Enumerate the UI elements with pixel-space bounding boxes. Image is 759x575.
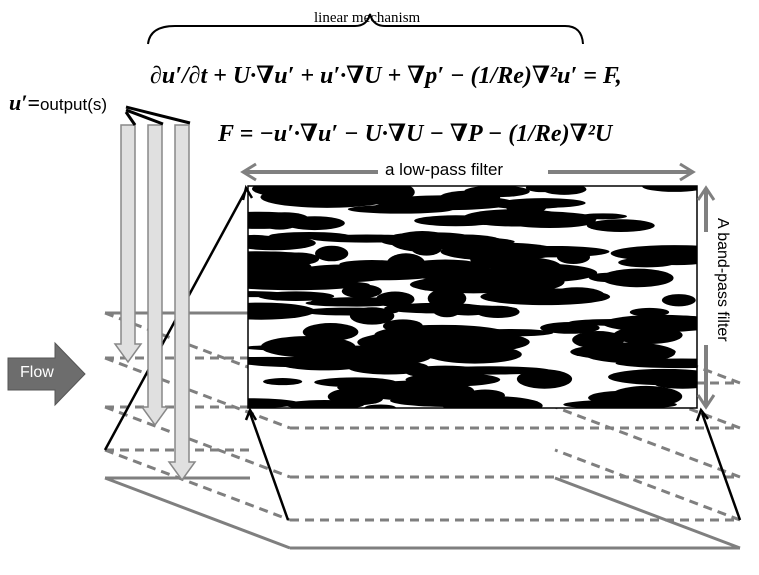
brace-icon — [147, 13, 584, 45]
streak — [364, 404, 396, 408]
streak — [258, 291, 335, 302]
streak — [248, 398, 299, 408]
planes — [104, 311, 741, 550]
streak — [610, 245, 697, 262]
streak — [284, 216, 345, 231]
plane — [104, 448, 741, 522]
streak — [357, 332, 449, 352]
streak — [315, 245, 349, 262]
arrowhead-icon — [695, 407, 709, 422]
streak — [542, 186, 587, 195]
output-label: u′=output(s) — [9, 90, 107, 116]
streak — [471, 270, 594, 278]
output-pointer-lines — [124, 105, 191, 126]
streak — [375, 291, 415, 308]
streak — [252, 186, 365, 199]
down-arrow-icon — [140, 124, 170, 427]
arrowhead-icon — [241, 184, 254, 201]
streak — [615, 358, 697, 369]
streak — [442, 396, 543, 408]
streak — [642, 186, 697, 192]
band-pass-arrow — [696, 185, 716, 410]
streak — [382, 319, 423, 333]
streak — [476, 305, 520, 319]
streak — [427, 345, 522, 364]
streak — [572, 331, 625, 349]
streak — [661, 294, 696, 307]
streak — [586, 219, 655, 232]
streak — [327, 387, 385, 406]
streak — [422, 279, 495, 289]
down-arrow-icon — [167, 124, 197, 482]
streak — [263, 378, 303, 386]
band-pass-label: A band-pass filter — [714, 218, 731, 342]
streak — [655, 379, 697, 389]
streak — [381, 237, 439, 246]
projection-line-left — [248, 412, 290, 521]
streak — [570, 344, 676, 360]
output-arrows — [113, 124, 197, 482]
streak — [431, 298, 463, 318]
down-arrow-icon — [113, 124, 143, 364]
equation-1: ∂u′/∂t + U·∇u′ + u′·∇U + ∇p′ − (1/Re)∇²u… — [150, 63, 622, 89]
streak — [601, 268, 674, 288]
streak — [248, 283, 351, 291]
streak — [341, 284, 382, 299]
streak — [629, 307, 670, 317]
linear-mechanism-label: linear mechanism — [314, 10, 421, 26]
streak — [588, 390, 663, 405]
streak — [646, 315, 697, 327]
streak — [248, 356, 337, 365]
streak — [361, 380, 475, 402]
equation-2: F = −u′·∇u′ − U·∇U − ∇P − (1/Re)∇²U — [218, 121, 613, 147]
streak — [248, 302, 316, 320]
streak — [277, 252, 320, 266]
streak — [378, 186, 415, 202]
streak — [318, 263, 449, 281]
low-pass-label: a low-pass filter — [385, 160, 504, 179]
streak — [248, 235, 316, 251]
streak — [613, 326, 683, 345]
streak — [410, 374, 490, 382]
output-variable: u′= — [9, 90, 40, 115]
output-text: output(s) — [39, 95, 108, 114]
streak — [516, 369, 573, 389]
streak — [259, 214, 300, 230]
low-pass-arrow — [240, 162, 696, 182]
flow-field-image — [247, 185, 698, 409]
streak — [568, 318, 659, 326]
plane — [104, 476, 741, 550]
flow-arrow-icon — [7, 341, 86, 407]
projection-line-right — [700, 412, 742, 521]
streak — [347, 204, 454, 214]
streak — [465, 389, 506, 402]
plane — [104, 405, 741, 479]
streak — [260, 335, 356, 358]
streak — [466, 211, 598, 226]
streak — [427, 366, 551, 375]
arrowhead-icon — [244, 407, 258, 421]
flow-label: Flow — [20, 364, 54, 381]
streak — [440, 242, 560, 261]
streak — [301, 307, 399, 316]
streak — [549, 287, 605, 304]
